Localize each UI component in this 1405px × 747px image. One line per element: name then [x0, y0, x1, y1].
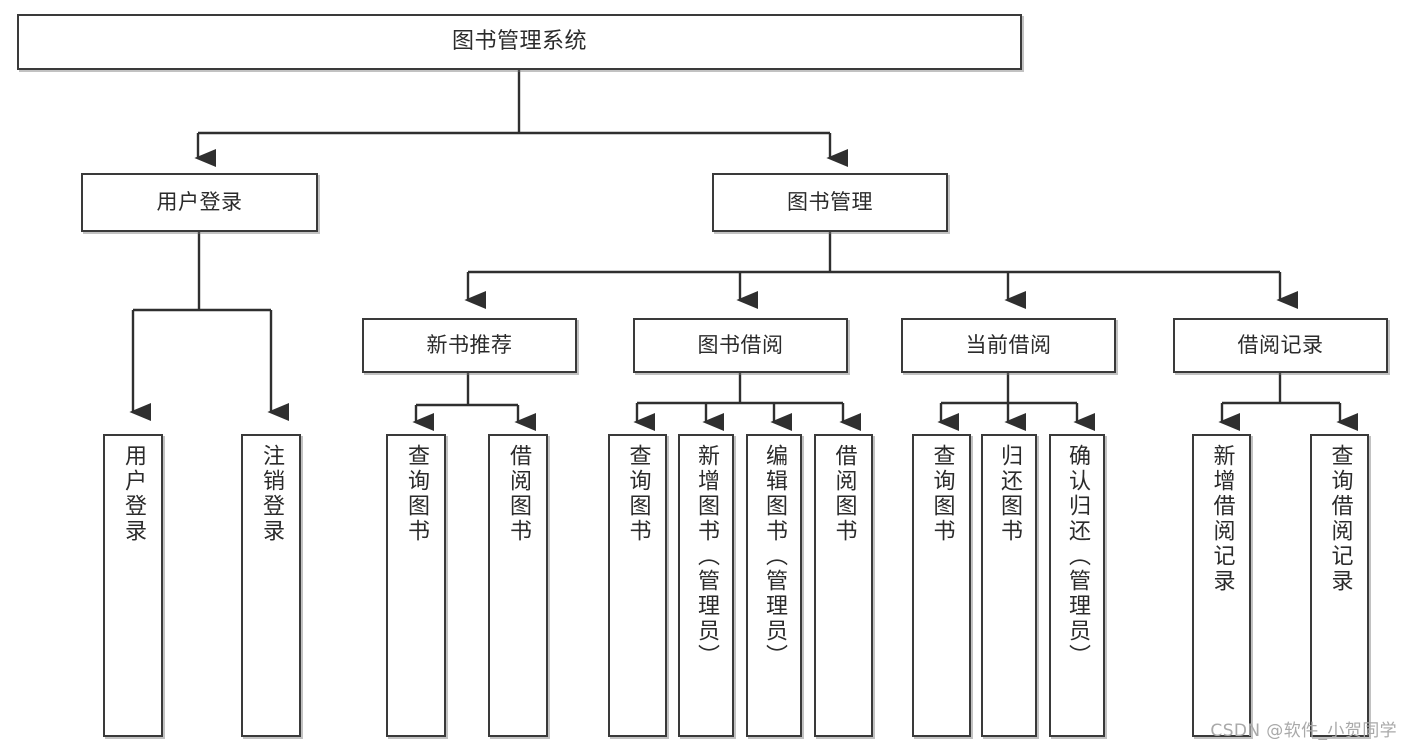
node-label: 用户登录 — [156, 190, 243, 215]
node-label: 查询图书 — [625, 444, 651, 544]
watermark-text: CSDN @软件_小贺同学 — [1210, 721, 1397, 741]
leaf-current-borrow-return[interactable]: 归还图书 — [981, 434, 1037, 737]
leaf-user-login-login[interactable]: 用户登录 — [103, 434, 163, 737]
leaf-current-borrow-confirm-return[interactable]: 确认归还（管理员） — [1049, 434, 1105, 737]
leaf-borrow-record-add[interactable]: 新增借阅记录 — [1192, 434, 1251, 737]
node-label: 新增借阅记录 — [1209, 444, 1235, 594]
node-label: 注销登录 — [259, 444, 284, 544]
node-label: 图书管理系统 — [451, 29, 587, 55]
node-user-login[interactable]: 用户登录 — [81, 173, 318, 232]
node-current-borrow[interactable]: 当前借阅 — [901, 318, 1116, 373]
node-label: 图书借阅 — [697, 333, 784, 358]
node-label: 当前借阅 — [965, 333, 1052, 358]
leaf-borrow-record-query[interactable]: 查询借阅记录 — [1310, 434, 1369, 737]
node-label: 借阅图书 — [506, 444, 531, 544]
leaf-book-borrow-edit[interactable]: 编辑图书（管理员） — [746, 434, 802, 737]
node-label: 查询图书 — [404, 444, 429, 544]
node-label: 借阅记录 — [1237, 333, 1324, 358]
leaf-book-borrow-borrow[interactable]: 借阅图书 — [814, 434, 873, 737]
leaf-new-book-borrow[interactable]: 借阅图书 — [488, 434, 548, 737]
node-label: 借阅图书 — [831, 444, 857, 544]
node-label: 确认归还（管理员） — [1065, 444, 1090, 669]
node-label: 查询借阅记录 — [1327, 444, 1353, 594]
node-new-book-recommend[interactable]: 新书推荐 — [362, 318, 577, 373]
node-borrow-record[interactable]: 借阅记录 — [1173, 318, 1388, 373]
node-label: 编辑图书（管理员） — [762, 444, 787, 669]
node-label: 归还图书 — [997, 444, 1022, 544]
node-label: 新增图书（管理员） — [694, 444, 719, 669]
node-label: 用户登录 — [121, 444, 146, 544]
node-root-system[interactable]: 图书管理系统 — [17, 14, 1022, 70]
node-label: 新书推荐 — [426, 333, 513, 358]
node-label: 查询图书 — [929, 444, 955, 544]
leaf-book-borrow-add[interactable]: 新增图书（管理员） — [678, 434, 734, 737]
node-book-borrow[interactable]: 图书借阅 — [633, 318, 848, 373]
leaf-user-login-logout[interactable]: 注销登录 — [241, 434, 301, 737]
leaf-book-borrow-query[interactable]: 查询图书 — [608, 434, 667, 737]
node-label: 图书管理 — [787, 190, 873, 215]
node-book-management[interactable]: 图书管理 — [712, 173, 948, 232]
leaf-current-borrow-query[interactable]: 查询图书 — [912, 434, 971, 737]
leaf-new-book-query[interactable]: 查询图书 — [386, 434, 446, 737]
